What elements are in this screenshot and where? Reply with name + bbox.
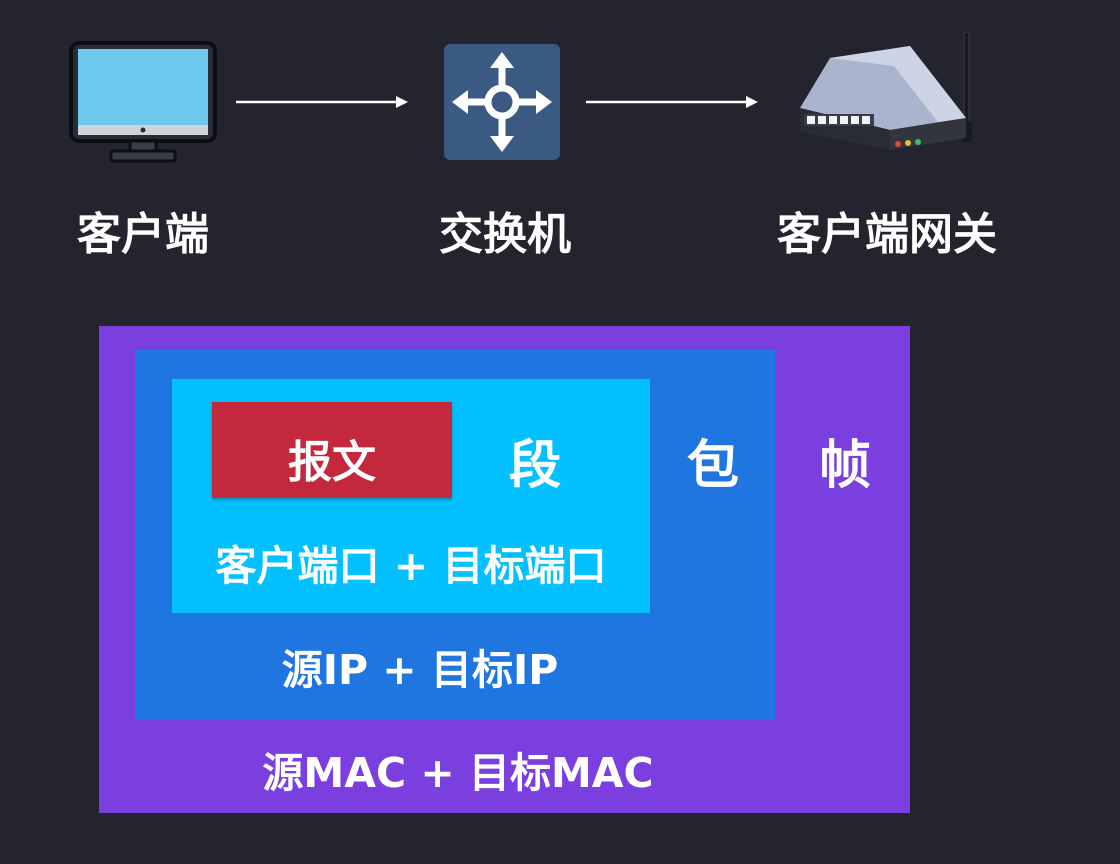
node-label-switch: 交换机	[439, 209, 571, 260]
desktop-monitor-icon	[68, 40, 218, 165]
frame-label: 帧	[818, 436, 871, 496]
message-label: 报文	[288, 437, 376, 488]
switch-icon	[444, 44, 560, 160]
segment-label: 段	[508, 436, 561, 496]
packet-label: 包	[686, 436, 739, 496]
frame-detail: 源MAC + 目标MAC	[262, 749, 654, 797]
segment-detail: 客户端口 + 目标端口	[215, 542, 607, 590]
message-box	[212, 402, 452, 498]
router-icon	[790, 30, 980, 180]
arrow-switch-to-gateway	[586, 96, 758, 108]
node-label-gateway: 客户端网关	[777, 209, 997, 260]
packet-detail: 源IP + 目标IP	[281, 646, 559, 694]
node-label-client: 客户端	[77, 209, 209, 260]
arrow-client-to-switch	[236, 96, 408, 108]
